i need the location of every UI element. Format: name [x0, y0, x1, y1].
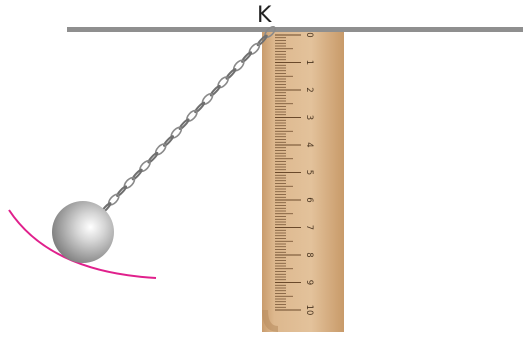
chain-link	[131, 168, 143, 181]
ruler-number: 7	[304, 225, 314, 230]
chain-link	[178, 118, 190, 131]
chain-link	[162, 135, 175, 147]
ruler-numbers: 0 1 2 3 4 5 6 7 8 9 10	[304, 32, 314, 315]
chain-link	[194, 101, 206, 114]
ruler-number: 0	[304, 32, 314, 37]
ruler-number: 9	[304, 280, 314, 285]
ruler-number: 4	[304, 142, 314, 147]
ruler: 0 1 2 3 4 5 6 7 8 9 10	[262, 31, 344, 332]
ruler-number: 10	[304, 305, 314, 316]
point-k-label: K	[257, 3, 272, 28]
chain-link	[241, 51, 253, 63]
ruler-number: 5	[304, 170, 314, 175]
ruler-body	[262, 31, 344, 332]
ruler-number: 3	[304, 115, 314, 120]
pendulum-ball	[52, 201, 114, 263]
chain-link	[147, 151, 159, 164]
chain-link	[209, 84, 221, 97]
ceiling-beam	[67, 27, 523, 32]
ruler-number: 6	[304, 197, 314, 202]
ruler-number: 2	[304, 87, 314, 92]
chain-link	[256, 34, 268, 47]
ruler-number: 1	[304, 60, 314, 65]
ruler-ticks	[275, 34, 301, 311]
pendulum-chain	[100, 25, 276, 214]
ruler-bottom-curl	[262, 310, 278, 332]
chain-link	[225, 68, 237, 80]
ruler-number: 8	[304, 252, 314, 257]
chain-link	[116, 185, 128, 198]
